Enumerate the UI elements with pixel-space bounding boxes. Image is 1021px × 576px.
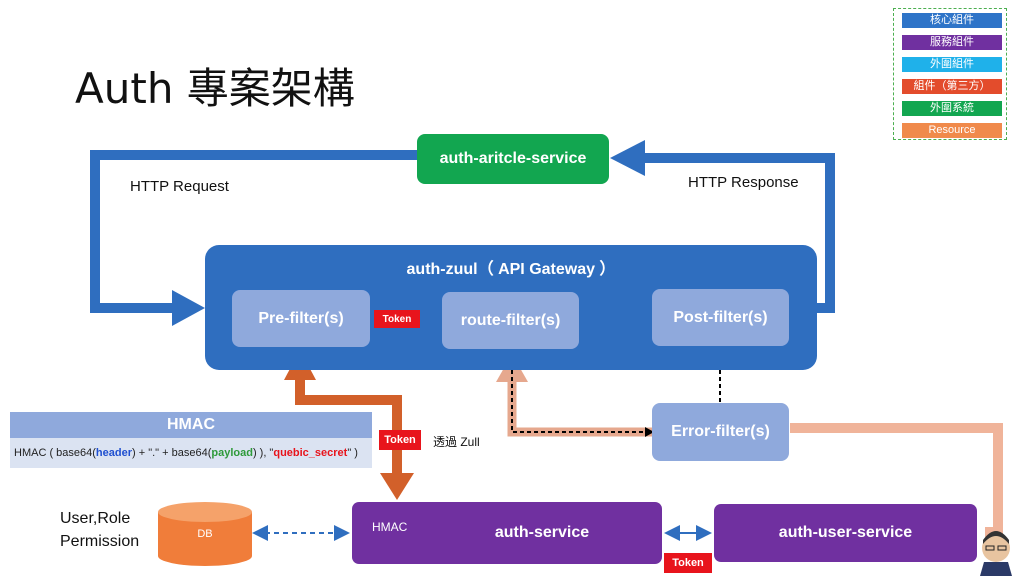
db-cylinder bbox=[158, 502, 252, 566]
article-service-box: auth-aritcle-service bbox=[417, 134, 609, 184]
hmac-doc-label: HMAC bbox=[372, 520, 408, 534]
formula-part: HMAC ( base64( bbox=[14, 447, 96, 459]
error-filter-box: Error-filter(s) bbox=[652, 403, 789, 461]
formula-part: ) ), " bbox=[252, 447, 274, 459]
formula-payload: payload bbox=[211, 447, 253, 459]
auth-user-service-box: auth-user-service bbox=[714, 504, 977, 562]
token-badge-bottom: Token bbox=[664, 553, 712, 573]
legend-core: 核心組件 bbox=[902, 13, 1002, 28]
auth-service-box: auth-service bbox=[352, 502, 662, 564]
avatar bbox=[980, 531, 1012, 576]
formula-part: " ) bbox=[347, 447, 358, 459]
user-role-label: User,Role bbox=[60, 510, 131, 527]
db-label: DB bbox=[197, 528, 213, 540]
legend-external-system: 外圍系統 bbox=[902, 101, 1002, 116]
http-response-label: HTTP Response bbox=[688, 174, 799, 191]
formula-secret: quebic_secret bbox=[273, 447, 348, 459]
permission-label: Permission bbox=[60, 533, 140, 550]
legend-peripheral: 外圍組件 bbox=[902, 57, 1002, 72]
http-request-arrowhead bbox=[172, 290, 205, 326]
http-response-arrowhead bbox=[610, 140, 645, 176]
page-title: Auth 專案架構 bbox=[75, 64, 355, 113]
gateway-title: auth-zuul（ API Gateway ） bbox=[406, 261, 616, 278]
post-filter-box: Post-filter(s) bbox=[652, 289, 789, 346]
formula-header: header bbox=[95, 447, 132, 459]
route-filter-box: route-filter(s) bbox=[442, 292, 579, 349]
formula-part: ) + "." + base64( bbox=[132, 447, 212, 459]
token-badge-zuul: Token bbox=[379, 430, 421, 450]
legend: 核心組件 服務組件 外圍組件 組件（第三方） 外圍系統 Resource bbox=[893, 8, 1007, 140]
via-zuul-label: 透過 Zull bbox=[433, 435, 480, 449]
hmac-panel-header: HMAC bbox=[10, 412, 372, 438]
legend-third-party: 組件（第三方） bbox=[902, 79, 1002, 94]
hmac-formula: HMAC ( base64( header ) + "." + base64( … bbox=[10, 438, 372, 468]
user-to-route-path bbox=[790, 423, 1003, 537]
http-request-arrow bbox=[90, 150, 418, 313]
http-request-label: HTTP Request bbox=[130, 178, 229, 195]
pre-filter-box: Pre-filter(s) bbox=[232, 290, 370, 347]
auth-service-arrowhead bbox=[380, 473, 414, 500]
legend-resource: Resource bbox=[902, 123, 1002, 138]
token-badge-gateway: Token bbox=[374, 310, 420, 328]
http-response-arrow bbox=[640, 153, 835, 313]
legend-service: 服務組件 bbox=[902, 35, 1002, 50]
